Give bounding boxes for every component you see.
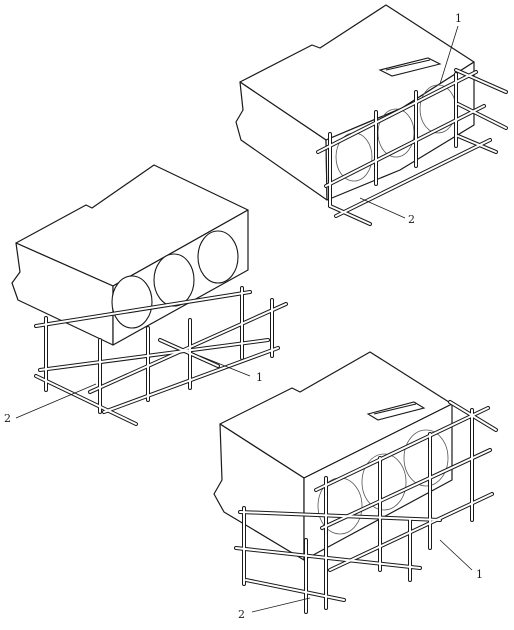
rebar-cage bbox=[316, 68, 508, 226]
hollow-core bbox=[403, 429, 449, 487]
callout-2: 2 bbox=[238, 608, 245, 621]
panel-bottom-right: 1 2 bbox=[213, 351, 498, 621]
callout-2: 2 bbox=[408, 213, 415, 226]
lifting-slot bbox=[366, 401, 426, 421]
hollow-core bbox=[111, 275, 153, 329]
rebar-cage bbox=[34, 286, 288, 426]
hollow-core bbox=[153, 253, 195, 307]
hollow-core bbox=[361, 453, 407, 511]
leader-line bbox=[439, 539, 473, 571]
callout-2: 2 bbox=[4, 412, 11, 425]
callout-1: 1 bbox=[256, 371, 263, 384]
hollow-core bbox=[197, 230, 239, 284]
leader-line bbox=[15, 383, 97, 419]
lifting-slot bbox=[378, 57, 442, 77]
rebar-cage bbox=[234, 400, 498, 614]
leader-line bbox=[359, 197, 406, 219]
leader-line bbox=[251, 597, 311, 613]
callout-1: 1 bbox=[455, 12, 462, 25]
panel-top-right: 1 2 bbox=[235, 4, 508, 226]
leader-line bbox=[199, 355, 251, 377]
callout-1: 1 bbox=[476, 568, 483, 581]
panel-middle-left: 1 2 bbox=[4, 164, 288, 426]
leader-line bbox=[439, 25, 459, 85]
